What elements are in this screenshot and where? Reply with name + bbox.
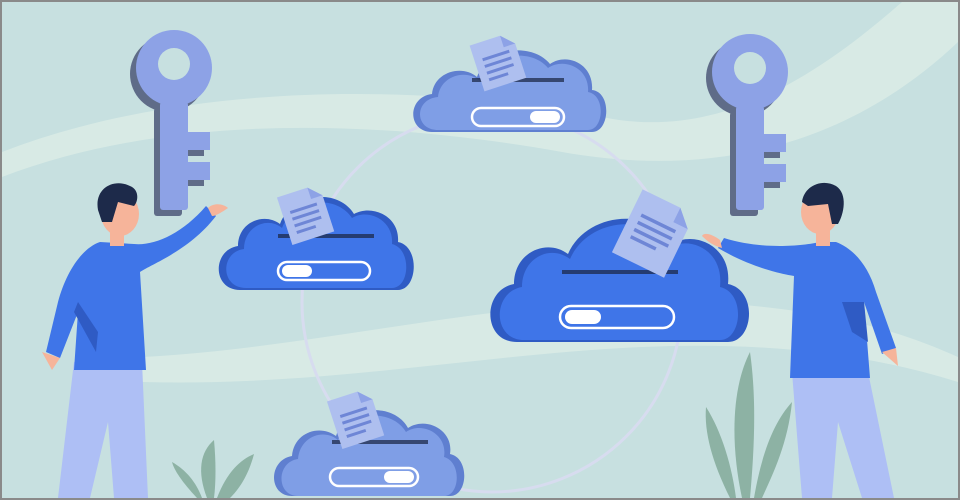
person-left bbox=[42, 183, 228, 498]
document-icon bbox=[611, 189, 688, 278]
plant-left bbox=[172, 440, 254, 498]
background-swoosh-top bbox=[2, 2, 958, 177]
toggle-icon bbox=[328, 466, 420, 488]
document-icon bbox=[326, 391, 385, 450]
person-right bbox=[702, 182, 898, 498]
key-icon bbox=[130, 30, 212, 216]
cloud-left bbox=[218, 187, 414, 290]
plant-right bbox=[705, 352, 792, 498]
document-icon bbox=[276, 187, 335, 246]
toggle-icon bbox=[558, 304, 676, 330]
toggle-icon bbox=[276, 260, 372, 282]
document-icon bbox=[469, 35, 527, 92]
cloud-right bbox=[490, 189, 750, 342]
key-icon bbox=[706, 34, 788, 216]
toggle-icon bbox=[470, 106, 566, 128]
cloud-bottom bbox=[274, 391, 465, 496]
cloud-top bbox=[413, 35, 607, 132]
